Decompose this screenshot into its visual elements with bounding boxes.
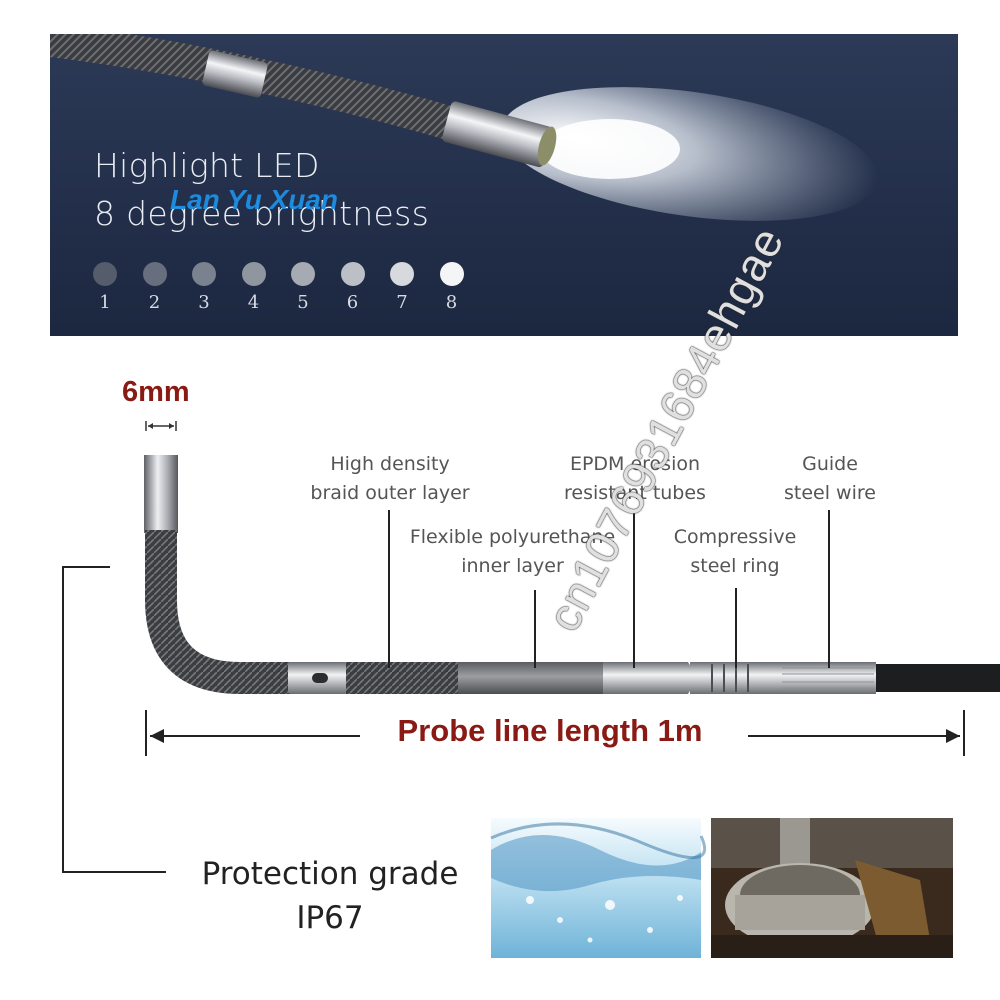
protection-grade-title: Protection grade xyxy=(201,856,459,892)
braid-section xyxy=(346,662,458,694)
ring-label-line2: steel ring xyxy=(690,555,780,577)
polyurethane-label-line1: Flexible polyurethane xyxy=(409,526,616,548)
ring-label-line1: Compressive xyxy=(673,526,797,548)
protection-grade: Protection grade IP67 xyxy=(190,852,470,940)
brightness-level-6: 6 xyxy=(346,292,359,313)
epdm-label-line2: resistant tubes xyxy=(564,482,706,504)
epdm-section xyxy=(603,662,698,694)
water-splash-photo xyxy=(490,818,707,958)
braid-label-line1: High density xyxy=(330,453,450,475)
brightness-subtitle: 8 degree brightness xyxy=(94,194,430,233)
brightness-level-5: 5 xyxy=(297,292,309,313)
led-banner: Highlight LED 8 degree brightness Lan Yu… xyxy=(50,34,958,336)
epdm-label: EPDM erosion resistant tubes xyxy=(545,450,725,508)
brightness-dot-5 xyxy=(291,262,315,286)
brightness-dot-6 xyxy=(340,262,365,286)
brightness-levels: 1 2 3 4 5 6 7 8 xyxy=(90,262,510,322)
brightness-level-8: 8 xyxy=(445,292,458,313)
diameter-label: 6mm xyxy=(122,376,190,408)
guide-label-line2: steel wire xyxy=(784,482,876,504)
brightness-dot-7 xyxy=(390,262,414,286)
protection-bracket xyxy=(62,566,166,873)
guide-label-line1: Guide xyxy=(802,453,858,475)
callout-lines xyxy=(388,510,830,668)
brightness-dot-2 xyxy=(142,262,167,286)
braid-label-line2: braid outer layer xyxy=(310,482,470,504)
polyurethane-label: Flexible polyurethane inner layer xyxy=(395,523,630,581)
guide-label: Guide steel wire xyxy=(770,450,890,508)
brightness-level-4: 4 xyxy=(247,292,260,313)
brightness-level-1: 1 xyxy=(99,292,111,313)
probe-length-label: Probe line length 1m xyxy=(397,713,703,748)
brightness-level-3: 3 xyxy=(198,292,210,313)
braided-bend xyxy=(145,530,292,694)
brightness-dot-1 xyxy=(93,262,117,286)
machinery-photo xyxy=(711,818,953,958)
braid-label: High density braid outer layer xyxy=(300,450,480,508)
length-indicator xyxy=(145,710,965,756)
cable xyxy=(876,664,1000,692)
polyurethane-section xyxy=(458,662,603,694)
led-title: Highlight LED xyxy=(94,146,320,185)
brand-logo: Lan Yu Xuan xyxy=(170,184,339,215)
brightness-level-7: 7 xyxy=(396,292,408,313)
brightness-dot-3 xyxy=(192,262,216,286)
probe-tip xyxy=(144,455,178,533)
diameter-marker xyxy=(145,421,177,431)
polyurethane-label-line2: inner layer xyxy=(461,555,564,577)
brightness-level-2: 2 xyxy=(148,292,161,313)
brightness-dot-4 xyxy=(241,262,266,286)
epdm-label-line1: EPDM erosion xyxy=(569,453,701,475)
brightness-dot-8 xyxy=(439,262,464,286)
probe-tip-illustration xyxy=(50,34,879,221)
ring-label: Compressive steel ring xyxy=(660,523,810,581)
protection-grade-value: IP67 xyxy=(296,900,364,936)
